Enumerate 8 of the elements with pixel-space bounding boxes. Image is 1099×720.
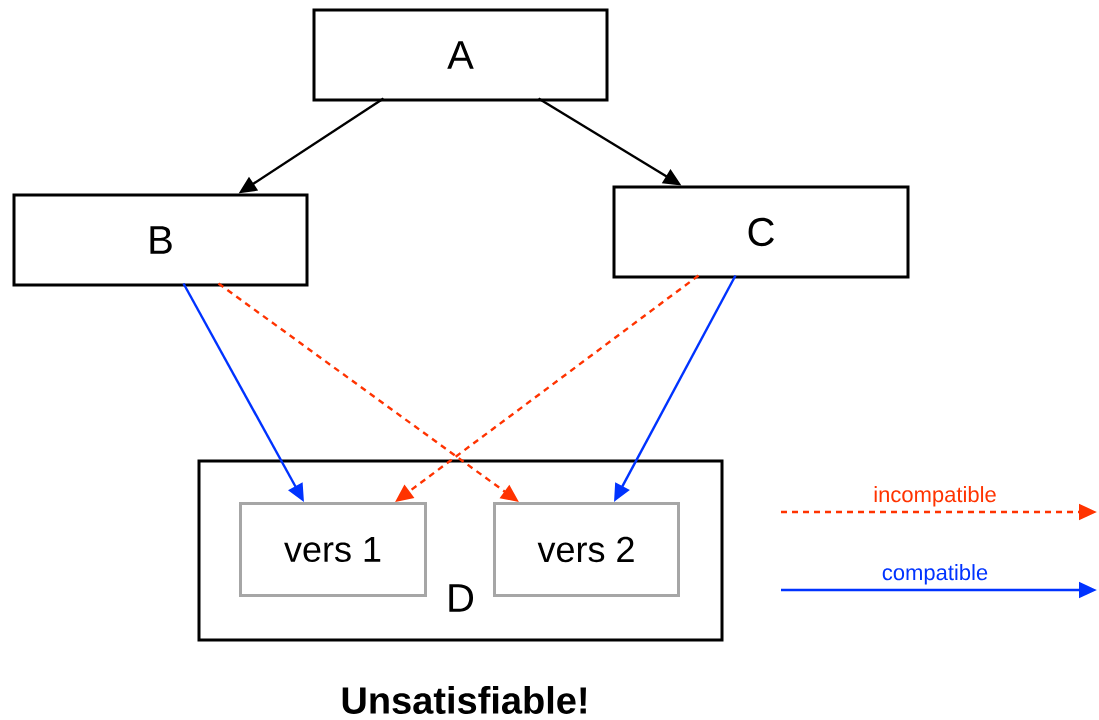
package-box: C — [612, 185, 910, 279]
version-box: vers 1 — [239, 502, 427, 597]
caption: Unsatisfiable! — [342, 686, 586, 714]
package-box: B — [12, 193, 309, 287]
legend-label: incompatible — [874, 486, 996, 507]
package-box: A — [312, 8, 609, 102]
legend-label: compatible — [882, 564, 988, 585]
version-box: vers 2 — [493, 502, 680, 597]
